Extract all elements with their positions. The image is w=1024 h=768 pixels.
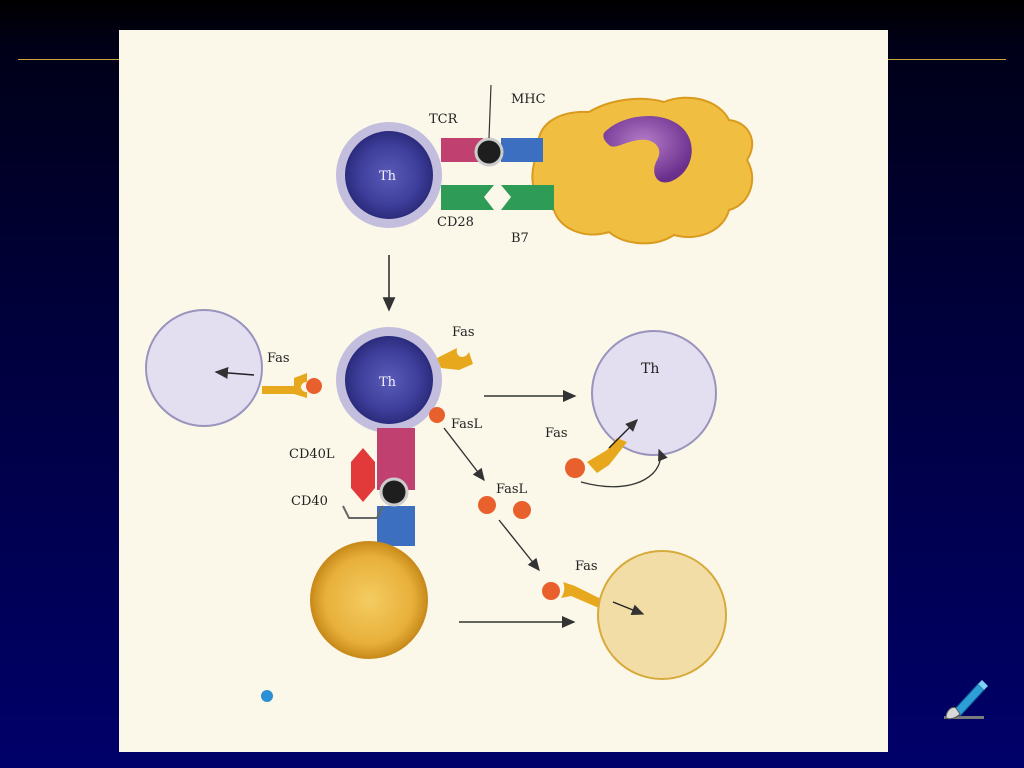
cd40l-cd40-complex — [342, 428, 415, 546]
tcr-mhc-complex — [441, 84, 543, 167]
arrow-fasl-to-b — [498, 519, 540, 572]
label-fasl: FasL — [451, 417, 483, 432]
aicd-diagram: TCR MHC CD28 B7 Th Th Fas Fas FasL Th — [145, 84, 754, 702]
diagram-panel: TCR MHC CD28 B7 Th Th Fas Fas FasL Th — [119, 30, 888, 752]
label-cd28: CD28 — [437, 215, 474, 230]
label-mhc-line1: MHC — [511, 92, 546, 107]
label-fas-bottom: Fas — [575, 559, 598, 574]
label-b7: B7 — [511, 231, 529, 246]
label-cd40l: CD40L — [289, 447, 335, 462]
label-fasl-free: FasL — [496, 482, 528, 497]
label-fas-left: Fas — [267, 351, 290, 366]
th-cell-top — [336, 122, 442, 228]
label-th-mid: Th — [379, 375, 397, 390]
label-fas-top: Fas — [452, 325, 475, 340]
fasl-on-th — [429, 407, 445, 423]
label-th-apoptosis-line1: Th — [641, 361, 659, 377]
fasl-free-2 — [513, 501, 531, 519]
cd28-b7-pair — [441, 185, 554, 210]
label-fas-mid: Fas — [545, 426, 568, 441]
t-cell-left — [145, 309, 263, 427]
arrow-suicide-loop — [580, 448, 668, 488]
th-apoptosis-cell — [591, 330, 717, 456]
fas-receptor-top — [437, 348, 473, 370]
fasl-free-1 — [478, 496, 496, 514]
th-cell-mid — [336, 327, 442, 433]
label-cd40: CD40 — [291, 494, 328, 509]
b-cell — [310, 541, 428, 659]
label-tcr: TCR — [429, 112, 459, 127]
b-cell-apoptosis — [597, 550, 727, 680]
caption-bullet — [261, 690, 273, 702]
arrow-b-apoptosis — [612, 601, 645, 616]
fas-receptor-mid — [565, 438, 627, 478]
fas-receptor-left — [262, 373, 322, 398]
pen-icon[interactable] — [940, 676, 988, 724]
macrophage — [531, 96, 754, 245]
label-th-top: Th — [379, 169, 397, 184]
fas-receptor-bottom — [542, 582, 603, 608]
arrow-th-apoptosis — [608, 419, 638, 449]
arrow-fasl-release — [443, 427, 485, 482]
arrow-t-cell-apoptosis — [214, 366, 255, 379]
